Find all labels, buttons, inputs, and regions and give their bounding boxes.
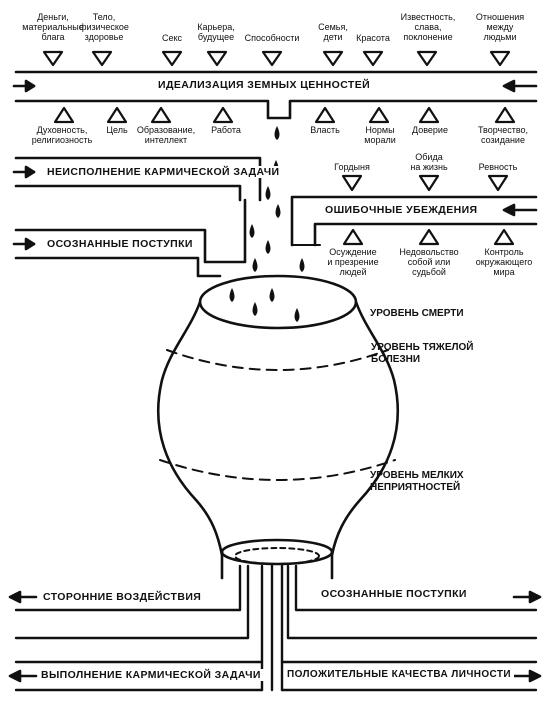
conscious-actions-bottom-label: ОСОЗНАННЫЕ ПОСТУПКИ xyxy=(318,588,470,600)
arrow-icon xyxy=(528,669,542,683)
top-value-label: Красота xyxy=(356,33,390,43)
top-value-label: Способности xyxy=(244,33,300,43)
arrow-icon xyxy=(24,79,36,93)
conscious-actions-channel xyxy=(14,198,247,278)
arrow-icon xyxy=(8,669,22,683)
consequence-label: Контроль окружающего мира xyxy=(475,247,533,277)
vessel xyxy=(157,274,399,580)
lower-value-label: Доверие xyxy=(412,125,448,135)
arrow-icon xyxy=(502,203,516,217)
outflow-pipes xyxy=(14,564,538,692)
wrong-beliefs-channel xyxy=(290,195,538,247)
idealization-label: ИДЕАЛИЗАЦИЯ ЗЕМНЫХ ЦЕННОСТЕЙ xyxy=(155,79,374,91)
level-severe-illness: УРОВЕНЬ ТЯЖЕЛОЙ БОЛЕЗНИ xyxy=(371,342,474,365)
lower-value-label: Власть xyxy=(310,125,340,135)
consequence-label: Осуждение и презрение людей xyxy=(327,247,379,277)
level-death: УРОВЕНЬ СМЕРТИ xyxy=(370,308,464,319)
top-value-label: Карьера, будущее xyxy=(197,22,235,42)
top-value-label: Семья, дети xyxy=(318,22,348,42)
lower-value-label: Духовность, религиозность xyxy=(31,125,93,145)
external-influences-label: СТОРОННИЕ ВОЗДЕЙСТВИЯ xyxy=(40,591,205,603)
idealization-channel xyxy=(14,70,538,120)
lower-value-label: Работа xyxy=(211,125,241,135)
karmic-failure-label: НЕИСПОЛНЕНИЕ КАРМИЧЕСКОЙ ЗАДАЧИ xyxy=(44,166,283,178)
top-value-label: Отношения между людьми xyxy=(475,12,525,42)
lower-value-triangles xyxy=(53,106,516,124)
emotion-triangles xyxy=(341,174,509,192)
arrow-icon xyxy=(502,79,516,93)
karmic-failure-channel xyxy=(14,156,262,202)
arrow-icon xyxy=(24,165,36,179)
top-value-label: Деньги, материальные блага xyxy=(22,12,84,42)
emotion-label: Гордыня xyxy=(334,162,370,172)
wrong-beliefs-label: ОШИБОЧНЫЕ УБЕЖДЕНИЯ xyxy=(322,204,481,216)
top-value-label: Тело, физическое здоровье xyxy=(79,12,129,42)
emotion-label: Обида на жизнь xyxy=(410,152,448,172)
arrow-icon xyxy=(528,590,542,604)
consequence-triangles xyxy=(342,228,515,246)
positive-qualities-label: ПОЛОЖИТЕЛЬНЫЕ КАЧЕСТВА ЛИЧНОСТИ xyxy=(284,669,515,680)
level-minor-troubles: УРОВЕНЬ МЕЛКИХ НЕПРИЯТНОСТЕЙ xyxy=(370,470,464,493)
lower-value-label: Творчество, созидание xyxy=(477,125,529,145)
top-value-triangles xyxy=(42,50,511,67)
consequence-label: Недовольство собой или судьбой xyxy=(399,247,459,277)
lower-value-label: Образование, интеллект xyxy=(136,125,196,145)
falling-drops xyxy=(229,126,305,322)
arrow-icon xyxy=(24,237,36,251)
lower-value-label: Цель xyxy=(106,125,128,135)
karmic-fulfillment-label: ВЫПОЛНЕНИЕ КАРМИЧЕСКОЙ ЗАДАЧИ xyxy=(38,669,264,681)
conscious-actions-top-label: ОСОЗНАННЫЕ ПОСТУПКИ xyxy=(44,238,196,250)
top-value-label: Секс xyxy=(161,33,183,43)
lower-value-label: Нормы морали xyxy=(364,125,396,145)
top-value-label: Известность, слава, поклонение xyxy=(400,12,456,42)
arrow-icon xyxy=(8,590,22,604)
emotion-label: Ревность xyxy=(478,162,518,172)
